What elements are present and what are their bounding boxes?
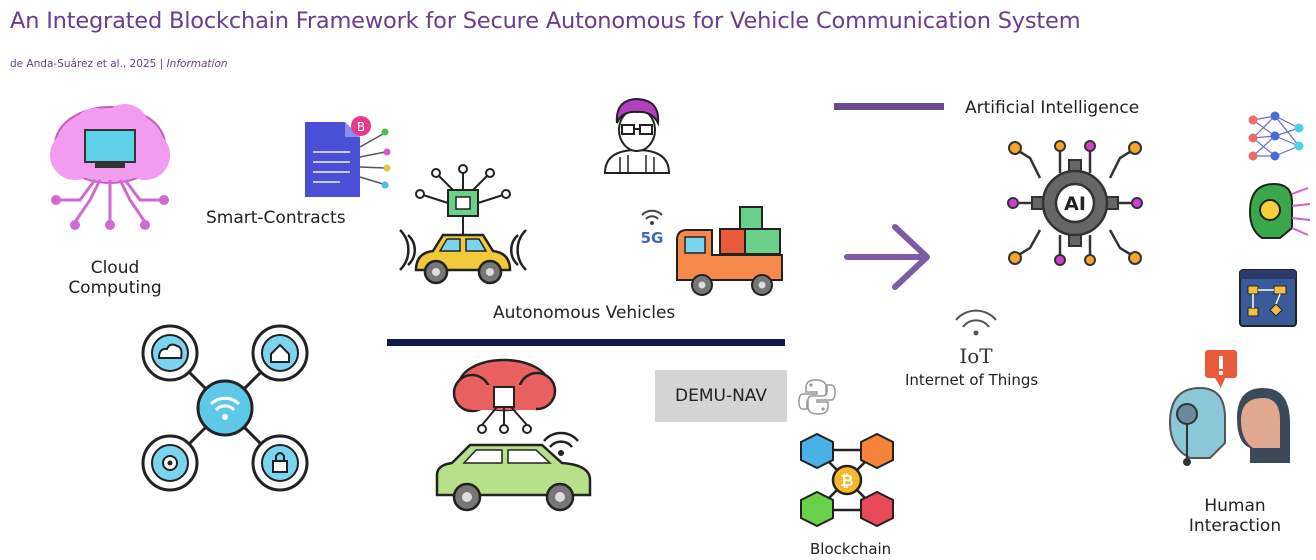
flowchart-screen-icon <box>1239 269 1297 327</box>
hub-network-icon <box>141 324 309 492</box>
citation-separator: | <box>159 58 164 70</box>
delivery-truck-icon <box>676 206 783 296</box>
ai-gear-icon: AI <box>1007 140 1143 266</box>
citation-journal: Information <box>166 58 228 70</box>
autonomous-car-icon <box>399 164 527 285</box>
demu-nav-box: DEMU-NAV <box>655 370 787 422</box>
right-arrow-icon <box>844 224 930 290</box>
blockchain-label: Blockchain <box>810 540 892 558</box>
page-title: An Integrated Blockchain Framework for S… <box>10 8 1081 34</box>
iot-icon: IoT <box>955 309 997 368</box>
demu-nav-label: DEMU-NAV <box>675 386 767 406</box>
cloud-computing-icon <box>50 104 170 230</box>
artificial-intelligence-label: Artificial Intelligence <box>965 98 1140 118</box>
smart-contracts-label: Smart-Contracts <box>206 208 346 228</box>
citation-authors: de Anda-Suárez et al., 2025 <box>10 58 157 70</box>
5g-signal-icon: 5G <box>641 209 664 247</box>
person-icon <box>603 97 671 174</box>
contract-badge-text: B <box>357 120 365 134</box>
python-logo-icon <box>798 379 836 415</box>
citation: de Anda-Suárez et al., 2025 | Informatio… <box>10 58 228 70</box>
navy-divider-bar <box>387 339 785 346</box>
5g-text: 5G <box>641 229 664 247</box>
cloud-computing-label: Cloud Computing <box>68 258 162 298</box>
neural-network-icon <box>1248 111 1304 161</box>
iot-text: IoT <box>959 344 993 368</box>
bitcoin-symbol-text: ₿ <box>840 471 853 490</box>
blockchain-icon: ₿ <box>800 432 894 528</box>
cloud-car-icon <box>435 358 592 512</box>
human-interaction-icon <box>1168 350 1290 466</box>
ai-purple-bar <box>834 103 944 110</box>
internet-of-things-label: Internet of Things <box>905 371 1039 389</box>
smart-contract-icon: B <box>305 116 391 197</box>
autonomous-vehicles-label: Autonomous Vehicles <box>493 303 676 323</box>
ai-head-icon <box>1248 182 1311 239</box>
ai-gear-text: AI <box>1064 193 1086 215</box>
human-interaction-label: Human Interaction <box>1188 496 1282 536</box>
